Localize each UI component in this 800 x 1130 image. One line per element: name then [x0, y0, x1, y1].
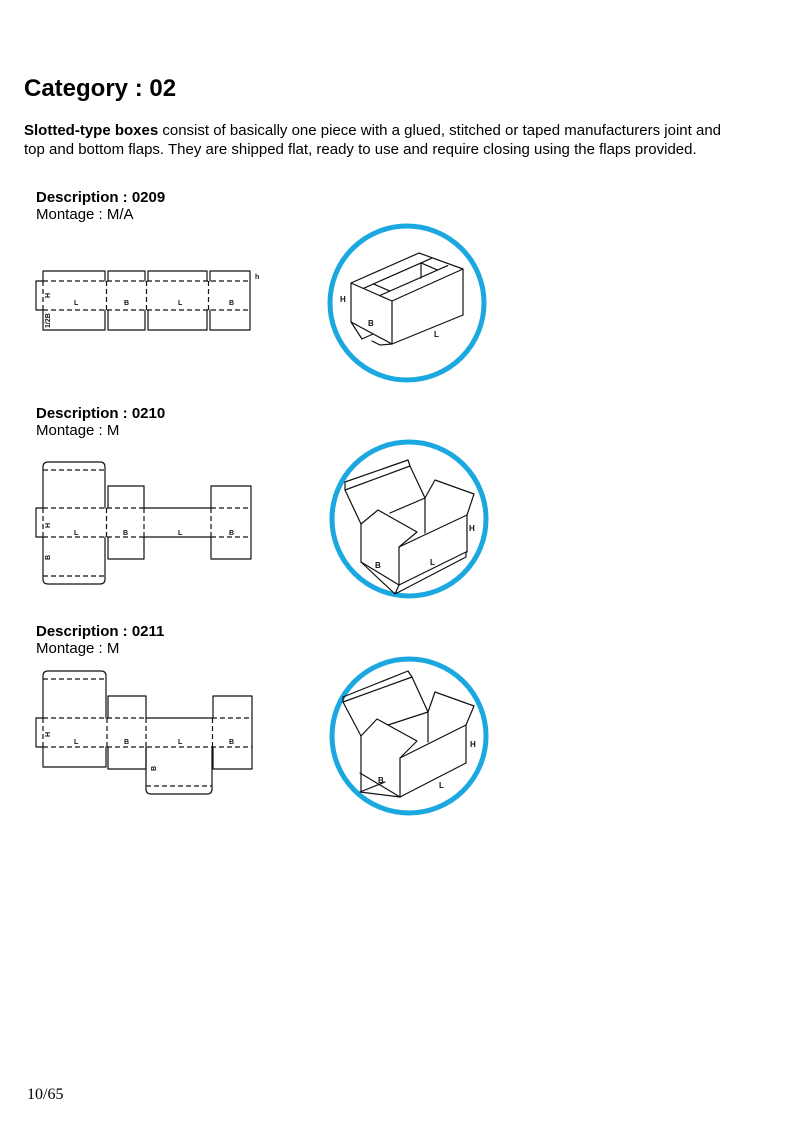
label-height: H — [470, 740, 476, 749]
label-breadth-2: B — [229, 530, 234, 537]
intro-line2: top and bottom flaps. They are shipped f… — [24, 141, 697, 158]
montage-label: Montage : M — [36, 640, 120, 657]
label-breadth-1: B — [123, 530, 128, 537]
intro-paragraph: Slotted-type boxes consist of basically … — [24, 121, 721, 159]
label-length-2: L — [178, 300, 183, 307]
category-title: Category : 02 — [24, 75, 177, 102]
label-breadth-side: B — [45, 555, 52, 560]
label-length-1: L — [74, 530, 79, 537]
montage-label: Montage : M — [36, 422, 120, 439]
page-number: 10/65 — [27, 1086, 64, 1103]
label-height: H — [45, 523, 52, 528]
circle-frame — [329, 439, 489, 599]
label-length-1: L — [74, 300, 79, 307]
flat-dieline-0210: H L B L B B — [35, 461, 252, 585]
label-length-2: L — [178, 739, 183, 746]
label-length: L — [439, 781, 444, 790]
label-height: H — [45, 293, 52, 298]
label-height: H — [45, 732, 52, 737]
description-block-0210: Description : 0210 Montage : M — [36, 405, 165, 439]
label-breadth-1: B — [124, 739, 129, 746]
circle-frame — [327, 223, 487, 383]
circle-frame — [329, 656, 489, 816]
flat-dieline-0211: H L B L B B — [35, 670, 253, 795]
label-breadth: B — [375, 561, 381, 570]
description-block-0211: Description : 0211 Montage : M — [36, 623, 164, 657]
box-illustration-0209: H B L — [327, 223, 487, 383]
label-breadth-2: B — [229, 739, 234, 746]
description-block-0209: Description : 0209 Montage : M/A — [36, 189, 165, 223]
intro-bold-lead: Slotted-type boxes — [24, 122, 159, 139]
montage-label: Montage : M/A — [36, 206, 134, 223]
label-height: H — [469, 524, 475, 533]
label-breadth: B — [378, 776, 384, 785]
description-title: Description : 0209 — [36, 189, 166, 206]
label-length-1: L — [74, 739, 79, 746]
label-height: H — [340, 295, 346, 304]
label-length: L — [434, 330, 439, 339]
label-breadth-2: B — [229, 300, 234, 307]
description-title: Description : 0210 — [36, 405, 166, 422]
label-breadth-side: B — [151, 766, 158, 771]
box-illustration-0210: H B L — [329, 439, 489, 599]
label-length: L — [430, 558, 435, 567]
label-flap-h: h — [255, 274, 259, 281]
description-title: Description : 0211 — [36, 623, 165, 640]
label-breadth: B — [368, 319, 374, 328]
label-length-2: L — [178, 530, 183, 537]
intro-line1-rest: consist of basically one piece with a gl… — [158, 122, 722, 139]
flat-dieline-0209: h H L B L B 1/2B — [35, 270, 259, 331]
label-half-breadth: 1/2B — [45, 313, 52, 328]
label-breadth-1: B — [124, 300, 129, 307]
box-illustration-0211: H B L — [329, 656, 489, 816]
